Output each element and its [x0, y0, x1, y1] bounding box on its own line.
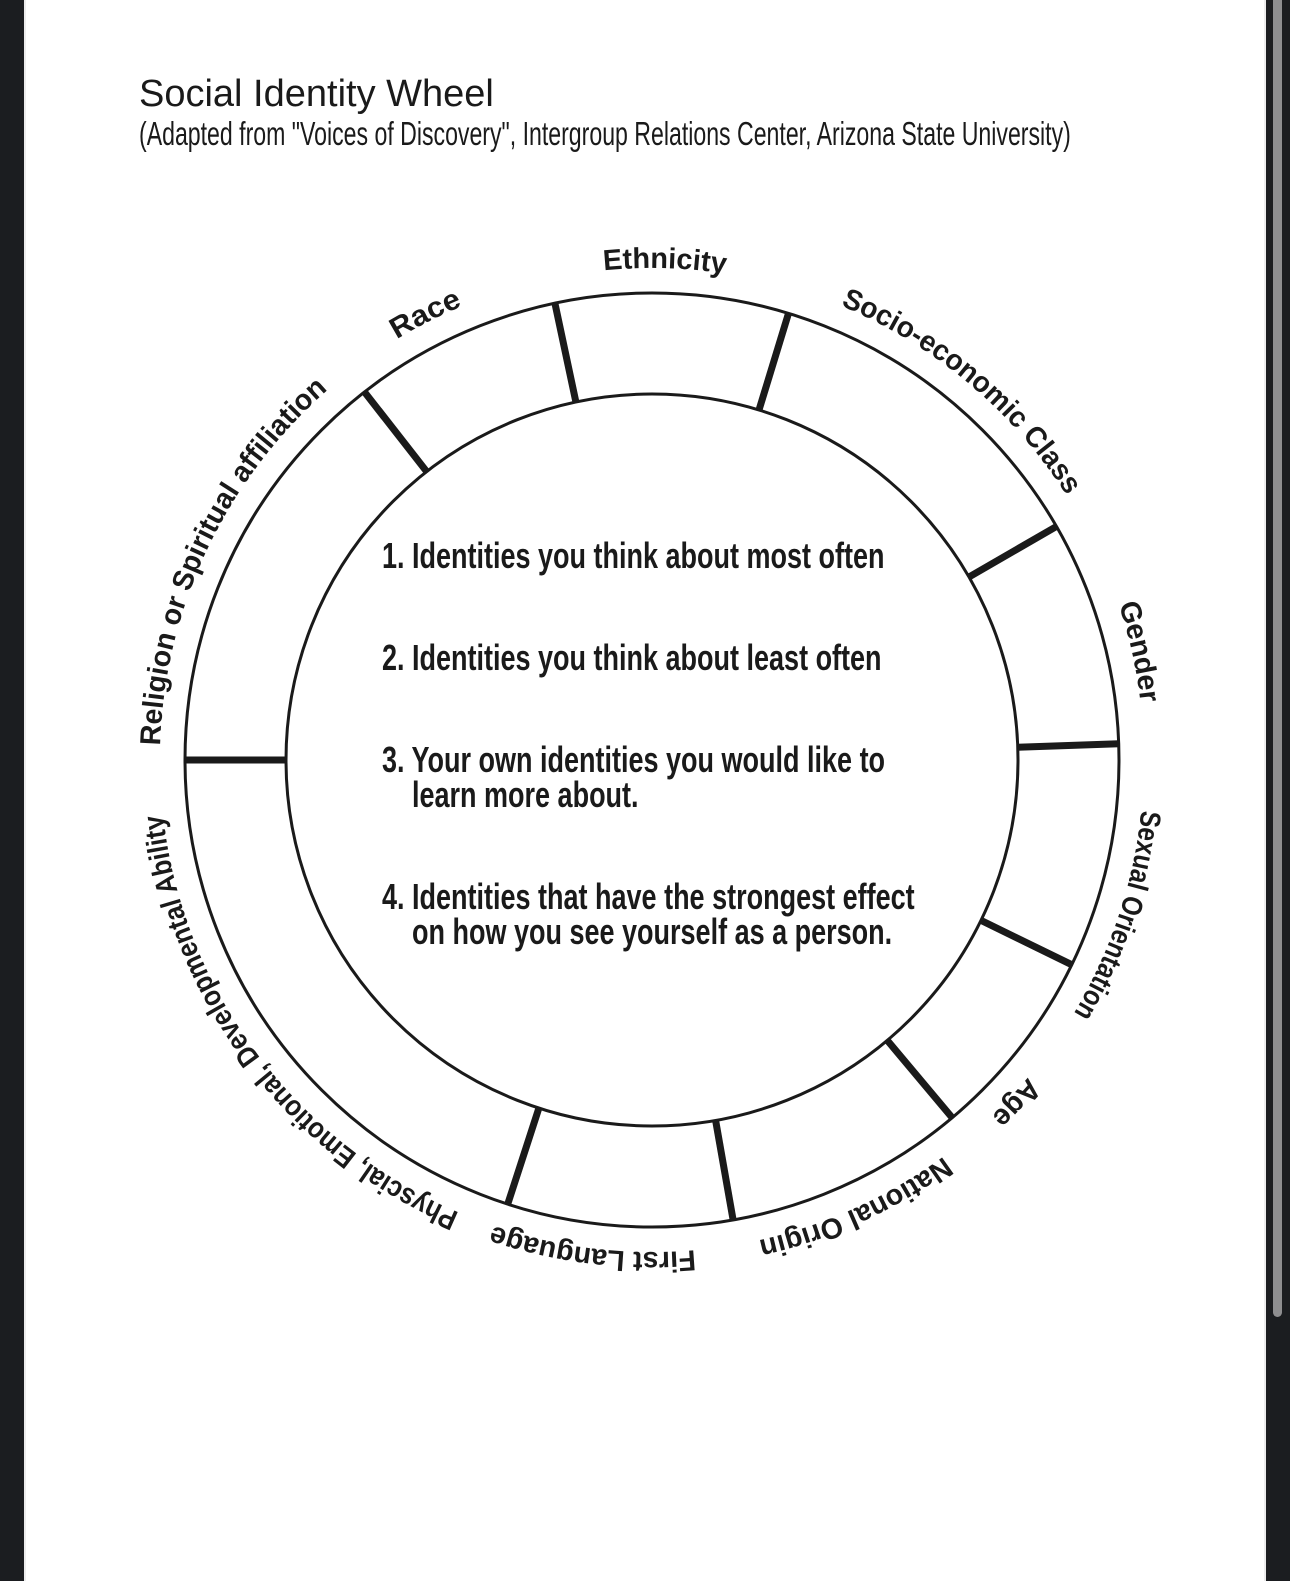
instruction-line: 1. Identities you think about most often	[382, 535, 885, 576]
instruction-line: on how you see yourself as a person.	[412, 911, 893, 952]
segment-divider	[551, 302, 580, 403]
instruction-item-2: 2. Identities you think about least ofte…	[382, 637, 952, 678]
instruction-line: 3. Your own identities you would like to	[382, 739, 886, 780]
segment-divider	[755, 312, 792, 412]
page-right-edge-line	[1264, 0, 1266, 1581]
scrollbar-thumb[interactable]	[1272, 0, 1282, 1317]
page-left-edge-line	[24, 0, 26, 1581]
segment-divider	[979, 917, 1074, 968]
segment-divider	[361, 389, 430, 474]
page-subtitle: (Adapted from "Voices of Discovery", Int…	[139, 115, 1071, 152]
instruction-line: 4. Identities that have the strongest ef…	[382, 876, 915, 917]
wheel-center-instructions: 1. Identities you think about most often…	[382, 538, 952, 1016]
segment-label-ethnicity: Ethnicity	[602, 243, 729, 280]
segment-divider	[884, 1038, 955, 1120]
instruction-item-3: 3. Your own identities you would like to…	[382, 739, 952, 815]
segment-dividers	[185, 302, 1119, 1221]
segment-label-age: Age	[986, 1073, 1047, 1135]
segment-divider	[967, 523, 1059, 581]
instruction-line: 2. Identities you think about least ofte…	[382, 637, 882, 678]
segment-label-socio-economic-class: Socio-economic Class	[838, 283, 1088, 500]
page-title: Social Identity Wheel	[139, 73, 494, 115]
segment-divider	[1017, 740, 1119, 751]
segment-label-religion-or-spiritual-affiliation: Religion or Spiritual affiliation	[135, 371, 333, 746]
segment-label-sexual-orientation: Sexual Orientation	[1068, 809, 1167, 1026]
instruction-line: learn more about.	[412, 774, 639, 815]
segment-label-gender: Gender	[1112, 597, 1165, 704]
instruction-item-1: 1. Identities you think about most often	[382, 535, 952, 576]
segment-divider	[712, 1119, 737, 1221]
instruction-item-4: 4. Identities that have the strongest ef…	[382, 876, 952, 952]
segment-divider	[504, 1107, 543, 1206]
viewer-left-edge-bar	[0, 0, 24, 1581]
